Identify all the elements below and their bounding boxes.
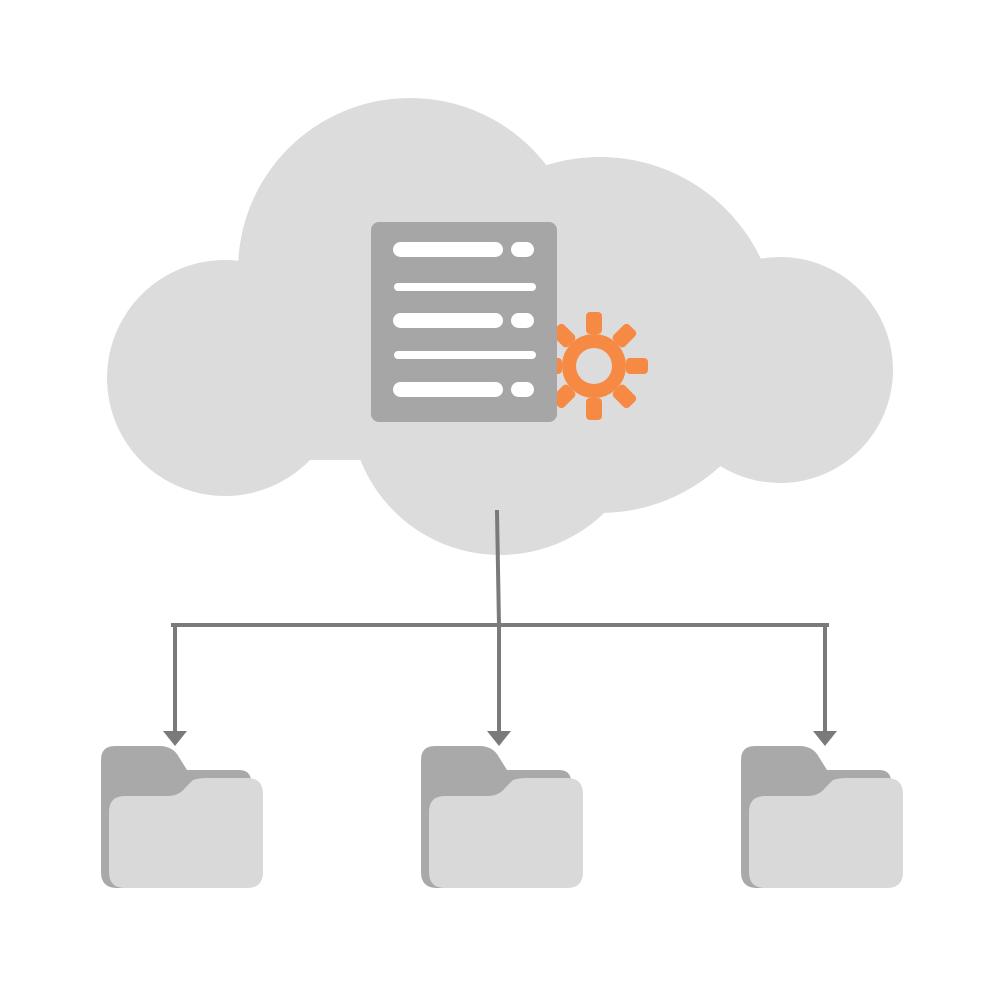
connector-trunk <box>494 509 502 628</box>
folder-icon <box>101 746 263 888</box>
arrow-head-3 <box>813 731 837 746</box>
folder-icon <box>421 746 583 888</box>
arrow-head-2 <box>487 731 511 746</box>
connector-lines <box>163 509 837 746</box>
server-rack-icon <box>371 222 557 422</box>
server-unit-1 <box>393 242 534 257</box>
server-separator-2 <box>394 351 536 359</box>
folder-icon <box>741 746 903 888</box>
arrow-head-1 <box>163 731 187 746</box>
cloud-icon <box>107 98 893 555</box>
server-unit-3 <box>393 382 534 397</box>
server-unit-2 <box>393 313 534 328</box>
server-separator-1 <box>394 283 536 291</box>
